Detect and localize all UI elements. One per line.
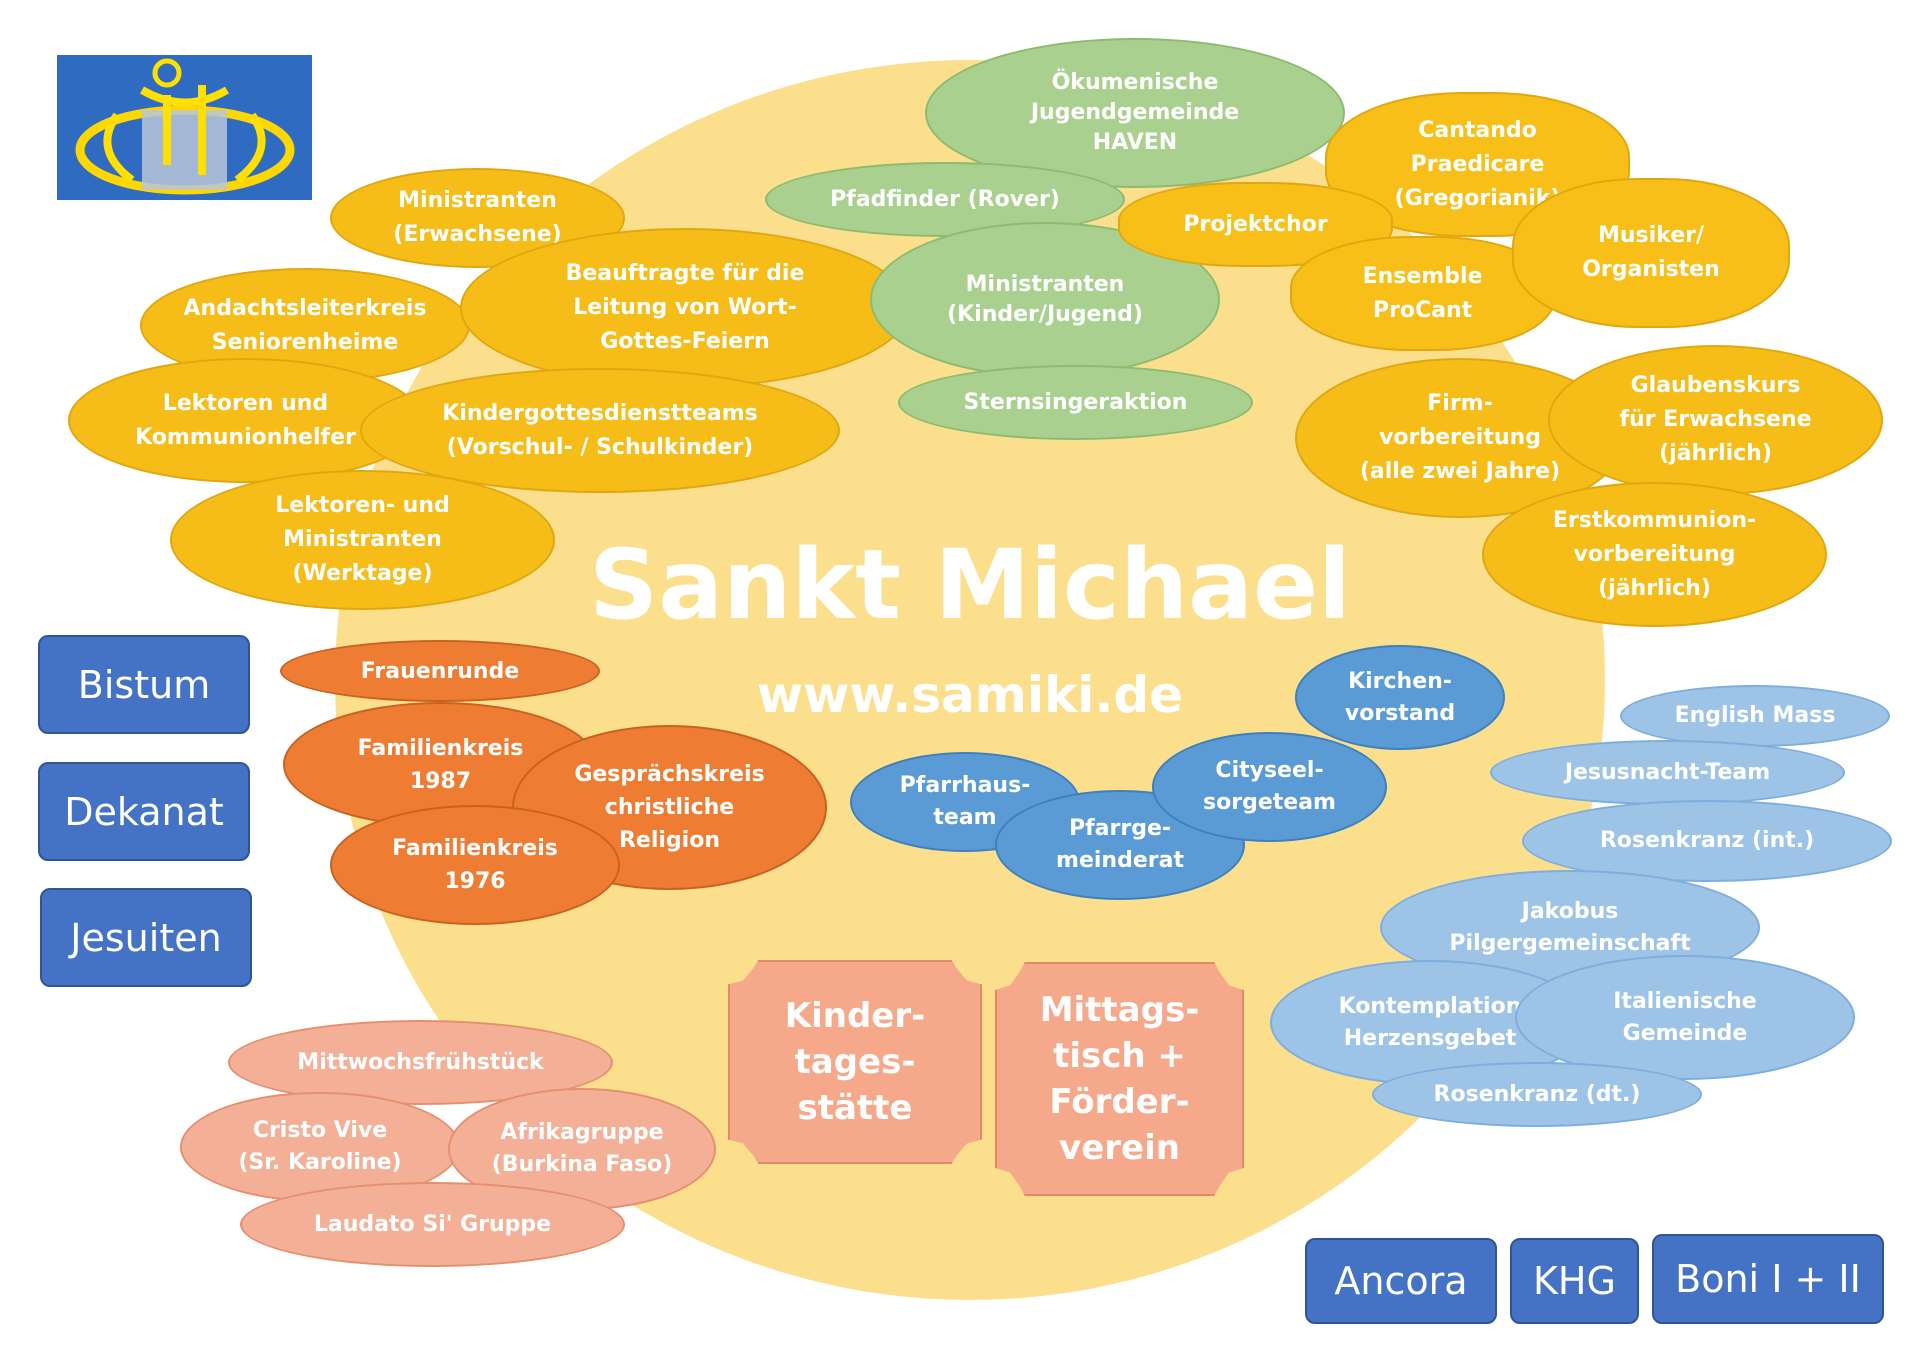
link-khg[interactable]: KHG <box>1510 1238 1639 1324</box>
group-rosenkranz-int[interactable]: Rosenkranz (int.) <box>1522 800 1892 882</box>
parish-title: Sankt Michael <box>589 529 1351 641</box>
group-wort-gottes-feiern[interactable]: Beauftragte für die Leitung von Wort- Go… <box>460 228 910 388</box>
parish-url[interactable]: www.samiki.de <box>756 666 1184 724</box>
parish-logo-icon <box>75 58 295 195</box>
group-familienkreis-1976[interactable]: Familienkreis 1976 <box>330 805 620 925</box>
group-pfarrgemeinderat[interactable]: Pfarrge- meinderat <box>995 790 1245 900</box>
group-ensemble-procant[interactable]: Ensemble ProCant <box>1290 236 1555 351</box>
group-frauenrunde[interactable]: Frauenrunde <box>280 640 600 702</box>
institution-kindertagesstaette[interactable]: Kinder- tages- stätte <box>728 960 982 1164</box>
group-rosenkranz-dt[interactable]: Rosenkranz (dt.) <box>1372 1062 1702 1127</box>
group-jesusnacht-team[interactable]: Jesusnacht-Team <box>1490 740 1845 805</box>
link-jesuiten[interactable]: Jesuiten <box>40 888 252 987</box>
group-cityseelsorgeteam[interactable]: Cityseel- sorgeteam <box>1152 732 1387 842</box>
group-lektoren-ministranten-werktage[interactable]: Lektoren- und Ministranten (Werktage) <box>170 470 555 610</box>
group-sternsingeraktion[interactable]: Sternsingeraktion <box>898 365 1253 440</box>
parish-logo[interactable] <box>57 55 312 200</box>
link-bistum[interactable]: Bistum <box>38 635 250 734</box>
group-erstkommunion[interactable]: Erstkommunion- vorbereitung (jährlich) <box>1482 482 1827 627</box>
group-laudato-si[interactable]: Laudato Si' Gruppe <box>240 1182 625 1267</box>
link-ancora[interactable]: Ancora <box>1305 1238 1497 1324</box>
group-afrikagruppe[interactable]: Afrikagruppe (Burkina Faso) <box>448 1088 716 1210</box>
institution-mittagstisch[interactable]: Mittags- tisch + Förder- verein <box>995 962 1244 1196</box>
link-dekanat[interactable]: Dekanat <box>38 762 250 861</box>
group-gespraechskreis[interactable]: Gesprächskreis christliche Religion <box>512 725 827 890</box>
group-english-mass[interactable]: English Mass <box>1620 685 1890 747</box>
group-musiker-organisten[interactable]: Musiker/ Organisten <box>1512 178 1790 328</box>
group-kirchenvorstand[interactable]: Kirchen- vorstand <box>1295 645 1505 750</box>
link-boni[interactable]: Boni I + II <box>1652 1234 1884 1324</box>
group-ministranten-erwachsene[interactable]: Ministranten (Erwachsene) <box>330 168 625 268</box>
group-kindergottesdienstteams[interactable]: Kindergottesdienstteams (Vorschul- / Sch… <box>360 368 840 493</box>
group-italienische-gemeinde[interactable]: Italienische Gemeinde <box>1515 955 1855 1080</box>
group-glaubenskurs[interactable]: Glaubenskurs für Erwachsene (jährlich) <box>1548 345 1883 495</box>
